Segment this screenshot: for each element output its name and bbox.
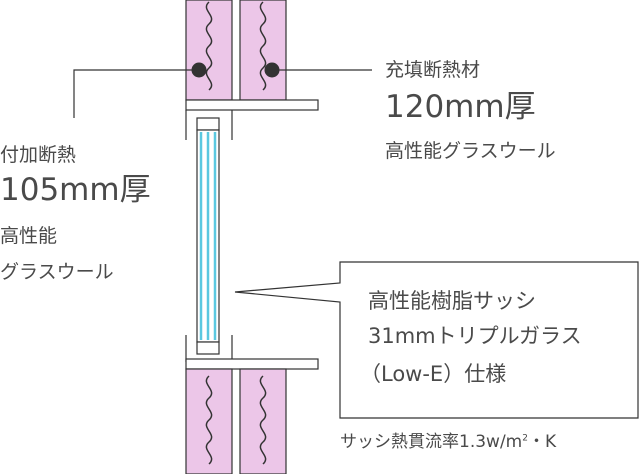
right-label-thickness: 120mm厚 xyxy=(385,89,536,125)
callout-sash-type: 高性能樹脂サッシ xyxy=(368,289,536,313)
heat-transmission-value: サッシ熱貫流率1.3w/m xyxy=(340,432,523,452)
upper-outer-insulation-layer xyxy=(185,0,233,101)
right-label-title: 充填断熱材 xyxy=(385,59,481,81)
heat-transmission-unit-suffix: ・K xyxy=(527,432,557,452)
heat-transmission-note: サッシ熱貫流率1.3w/m2・K xyxy=(340,434,556,451)
upper-frame xyxy=(185,99,319,140)
left-leader-line xyxy=(73,62,207,118)
lower-inner-insulation-layer xyxy=(239,368,287,474)
left-label-material-1: 高性能 xyxy=(0,225,58,247)
left-label-title: 付加断熱 xyxy=(0,144,77,166)
left-label-thickness: 105mm厚 xyxy=(0,172,151,208)
right-label-material: 高性能グラスウール xyxy=(385,140,556,162)
window-sash xyxy=(196,117,220,355)
lower-outer-insulation-layer xyxy=(185,368,233,474)
right-leader-line xyxy=(264,62,372,78)
upper-inner-insulation-layer xyxy=(239,0,287,101)
callout-bubble xyxy=(234,261,639,419)
heat-transmission-unit-exponent: 2 xyxy=(522,433,528,444)
callout-glazing: 31mmトリプルガラス xyxy=(368,324,582,348)
callout-spec: （Low-E）仕様 xyxy=(360,362,507,386)
left-label-material-2: グラスウール xyxy=(0,261,114,283)
